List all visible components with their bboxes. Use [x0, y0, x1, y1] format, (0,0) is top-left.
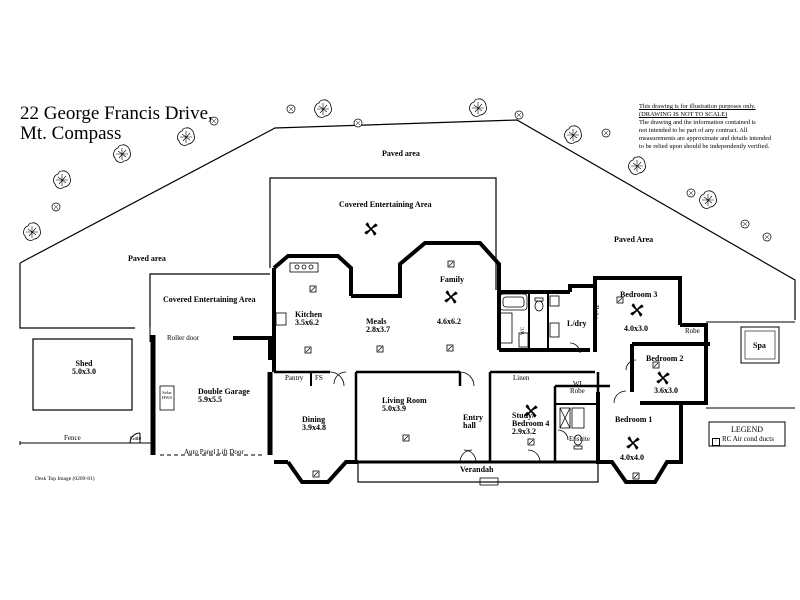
shed: [32, 338, 133, 411]
legend-title: LEGEND: [731, 425, 763, 434]
room-family-name: Family: [440, 275, 464, 284]
verandah-label: Verandah: [460, 465, 494, 474]
house-walls: [272, 241, 710, 484]
legend-row: /RC Air cond ducts: [712, 435, 774, 446]
auto-door-label: Auto Panel Lift Door: [184, 448, 244, 456]
verandah: [357, 461, 599, 486]
site-boundary: [19, 119, 796, 329]
disclaimer-line: The drawing and the information containe…: [639, 119, 756, 126]
solar-hws-label: Solar HWS: [162, 390, 172, 400]
paved-area-left-label: Paved area: [128, 254, 166, 263]
disclaimer-line: (DRAWING IS NOT TO SCALE): [639, 111, 728, 118]
doors: [329, 342, 637, 463]
room-pantry: Pantry: [285, 374, 304, 382]
legend-item: RC Air cond ducts: [722, 435, 774, 443]
fixtures: [275, 262, 585, 450]
air-duct-icon: [309, 285, 317, 293]
fence: [19, 432, 153, 445]
room-robe-b: Robe: [685, 327, 700, 335]
room-ensuite: Ensuite: [569, 435, 590, 443]
address-line-2: Mt. Compass: [20, 123, 122, 144]
spa-area: [706, 321, 795, 409]
ceiling-fan-icon: [363, 221, 379, 237]
air-ducts: [304, 260, 660, 480]
room-bedroom-3-name: Bedroom 3: [620, 290, 658, 299]
paved-area-top-label: Paved area: [382, 149, 420, 158]
room-family-size: 4.6x6.2: [437, 317, 461, 326]
air-duct-icon: [527, 438, 535, 446]
room-linen: Linen: [513, 374, 530, 382]
footer-note: Desk Top Image (0209-81): [35, 476, 95, 482]
address-title: 22 George Francis Drive, Mt. Compass: [20, 104, 213, 144]
air-duct-icon: [446, 344, 454, 352]
ceiling-fan-icon: [443, 289, 459, 305]
spa-label: Spa: [753, 341, 766, 350]
room-fs: FS: [315, 374, 323, 382]
ceiling-fan-icon: [655, 370, 671, 386]
room-bedroom-1-size: 4.0x4.0: [620, 453, 644, 462]
air-duct-icon: [402, 434, 410, 442]
disclaimer-line: This drawing is for illustration purpose…: [639, 103, 756, 110]
room-bedroom-2-name: Bedroom 2: [646, 354, 684, 363]
roller-door-label: Roller door: [167, 334, 200, 342]
disclaimer-line: measurements are approximate and details…: [639, 135, 772, 142]
air-duct-icon: [376, 345, 384, 353]
gate-label: Gate: [130, 436, 142, 442]
room-laundry: L/dry: [567, 319, 587, 328]
room-bedroom-1-name: Bedroom 1: [615, 415, 653, 424]
covered-area-top-label: Covered Entertaining Area: [339, 200, 432, 209]
covered-entertaining-top: [269, 177, 497, 290]
wc-label: WC: [521, 326, 526, 335]
paved-area-right-label: Paved Area: [614, 235, 654, 244]
air-duct-icon: [447, 260, 455, 268]
room-bedroom-3-size: 4.0x3.0: [624, 324, 648, 333]
air-duct-icon: /: [712, 438, 720, 446]
legend: LEGEND /RC Air cond ducts: [709, 422, 785, 446]
disclaimer-line: to be relied upon should be independentl…: [639, 143, 770, 150]
room-robe-a: Robe: [592, 305, 600, 320]
double-garage: [150, 335, 273, 456]
air-duct-icon: [312, 470, 320, 478]
air-duct-icon: [632, 472, 640, 480]
covered-area-left-label: Covered Entertaining Area: [163, 295, 256, 304]
room-bedroom-2-size: 3.6x3.0: [654, 386, 678, 395]
ceiling-fan-icon: [625, 435, 641, 451]
address-line-1: 22 George Francis Drive,: [20, 103, 213, 124]
air-duct-icon: [304, 346, 312, 354]
legend-box: [708, 421, 786, 447]
disclaimer-line: not intended to be part of any contract.…: [639, 127, 748, 134]
disclaimer: This drawing is for illustration purpose…: [639, 103, 794, 151]
fence-label: Fence: [64, 434, 81, 442]
ceiling-fan-icon: [629, 302, 645, 318]
